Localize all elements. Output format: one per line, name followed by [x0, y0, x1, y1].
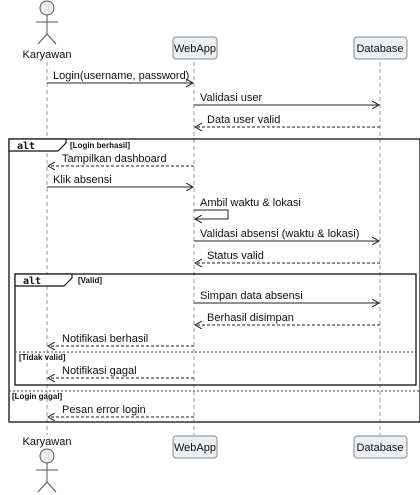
alt-keyword: alt — [23, 276, 41, 287]
message-label: Klik absensi — [53, 174, 112, 186]
message-label: Notifikasi gagal — [62, 365, 137, 377]
message-label: Validasi absensi (waktu & lokasi) — [200, 228, 359, 240]
alt-fragment-login — [8, 138, 420, 423]
karyawan-actor-top — [36, 0, 58, 45]
message-label: Simpan data absensi — [200, 290, 303, 302]
webapp-label-bottom: WebApp — [174, 442, 216, 454]
message-label: Tampilkan dashboard — [62, 153, 167, 165]
alt-fragment-validasi — [14, 273, 417, 386]
message-label: Login(username, password) — [53, 70, 189, 82]
message-label: Data user valid — [207, 114, 280, 126]
karyawan-label-top: Karyawan — [23, 49, 72, 61]
message-label: Status valid — [207, 250, 264, 262]
self-message-arrow — [194, 209, 229, 219]
alt-fragment-tab — [14, 273, 73, 287]
message-label: Berhasil disimpan — [207, 312, 294, 324]
message-label: Pesan error login — [62, 404, 146, 416]
webapp-box-bottom — [172, 435, 218, 459]
alt-condition: [Tidak valid] — [19, 353, 66, 362]
database-box-top — [353, 36, 408, 60]
database-label-top: Database — [356, 43, 403, 55]
alt-condition: [Login gagal] — [12, 392, 63, 401]
karyawan-label-bottom: Karyawan — [23, 436, 72, 448]
alt-keyword: alt — [17, 141, 35, 152]
karyawan-actor-bottom — [36, 448, 58, 493]
alt-condition: [Login berhasil] — [70, 141, 130, 150]
message-label: Notifikasi berhasil — [62, 333, 148, 345]
alt-condition: [Valid] — [78, 276, 102, 285]
webapp-box-top — [172, 36, 218, 60]
message-label: Validasi user — [200, 92, 262, 104]
message-label: Ambil waktu & lokasi — [200, 197, 301, 209]
webapp-label-top: WebApp — [174, 43, 216, 55]
database-box-bottom — [353, 435, 408, 459]
alt-fragment-tab — [8, 138, 67, 152]
database-label-bottom: Database — [356, 442, 403, 454]
